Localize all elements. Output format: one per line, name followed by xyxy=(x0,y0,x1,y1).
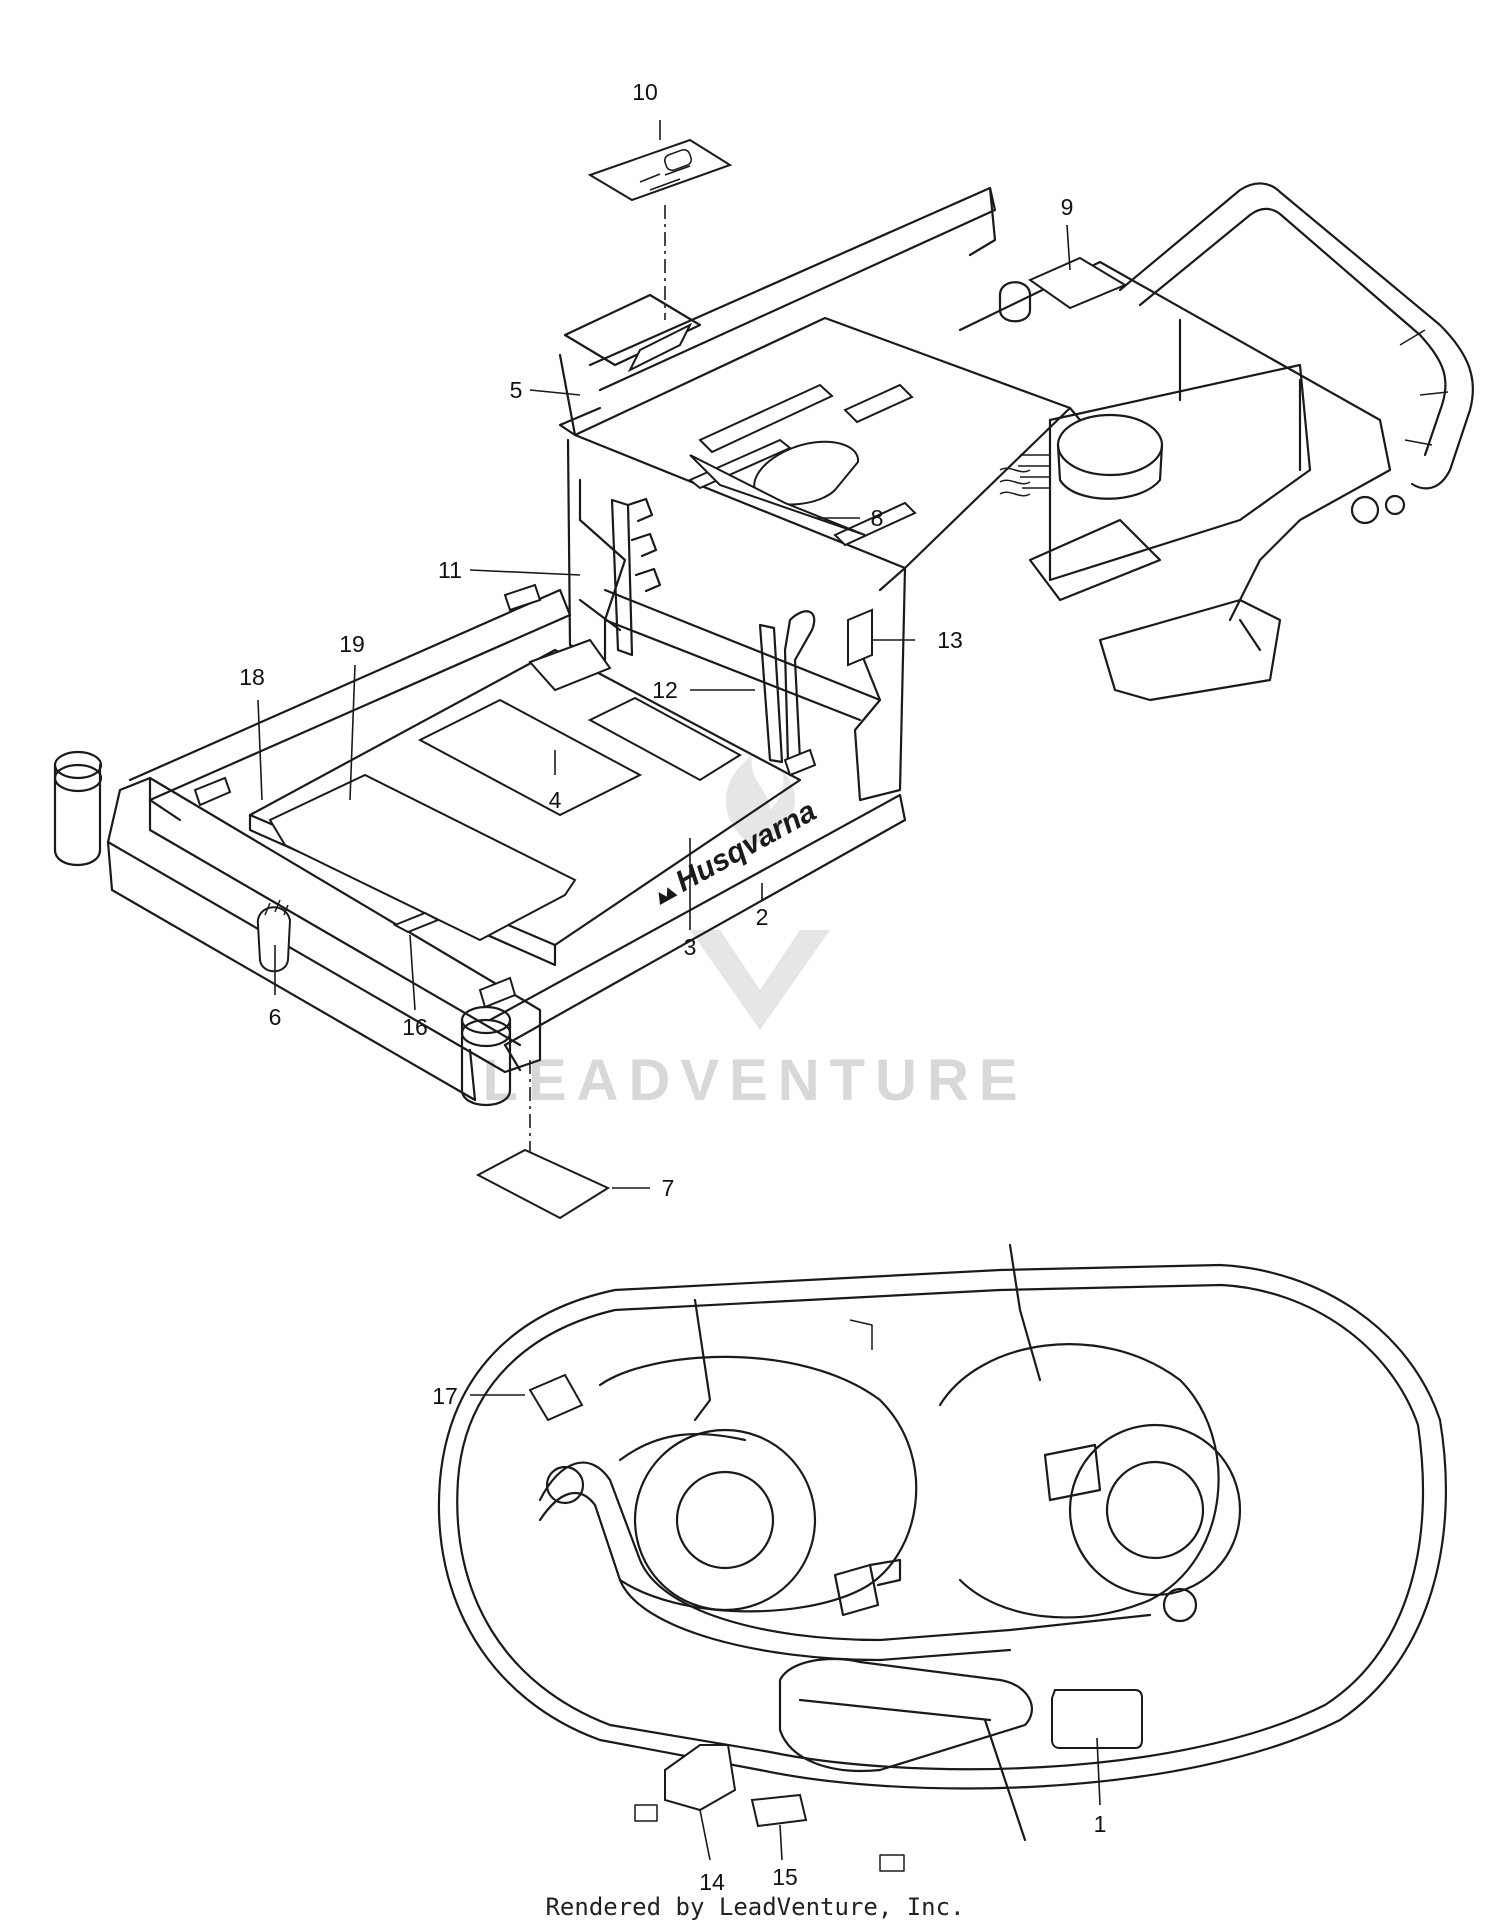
decal-15 xyxy=(750,1793,808,1828)
callout-17: 17 xyxy=(432,1383,458,1409)
watermark-flame-icon xyxy=(725,755,796,845)
callout-15: 15 xyxy=(772,1864,798,1890)
callout-19: 19 xyxy=(339,631,365,657)
callouts: 1 2 3 4 5 6 7 8 9 10 11 12 13 14 15 16 1… xyxy=(239,79,1106,1895)
leader-lines xyxy=(257,120,1101,1861)
callout-5: 5 xyxy=(510,377,523,403)
callout-7: 7 xyxy=(662,1175,675,1201)
mower-deck xyxy=(437,1243,1447,1872)
watermark-chevron-icon xyxy=(690,930,830,1030)
callout-14: 14 xyxy=(699,1869,725,1895)
callout-3: 3 xyxy=(684,934,697,960)
decal-1 xyxy=(1051,1689,1143,1749)
decal-17 xyxy=(528,1373,584,1422)
callout-11: 11 xyxy=(438,557,462,583)
footer-credit: Rendered by LeadVenture, Inc. xyxy=(545,1893,964,1921)
callout-16: 16 xyxy=(402,1014,428,1040)
decal-7 xyxy=(475,1148,611,1220)
decal-10 xyxy=(587,138,733,202)
callout-18: 18 xyxy=(239,664,265,690)
callout-2: 2 xyxy=(756,904,769,930)
callout-8: 8 xyxy=(871,505,884,531)
callout-4: 4 xyxy=(549,787,562,813)
callout-12: 12 xyxy=(652,677,678,703)
crown-icon xyxy=(658,887,678,905)
mower-frame: Husqvarna xyxy=(53,138,1474,1220)
callout-1: 1 xyxy=(1094,1811,1107,1837)
watermark: LEADVENTURE xyxy=(482,755,1027,1113)
watermark-text: LEADVENTURE xyxy=(482,1048,1027,1113)
callout-9: 9 xyxy=(1061,194,1074,220)
callout-10: 10 xyxy=(632,79,658,105)
decal-14 xyxy=(664,1744,737,1812)
callout-6: 6 xyxy=(269,1004,282,1030)
callout-13: 13 xyxy=(937,627,963,653)
